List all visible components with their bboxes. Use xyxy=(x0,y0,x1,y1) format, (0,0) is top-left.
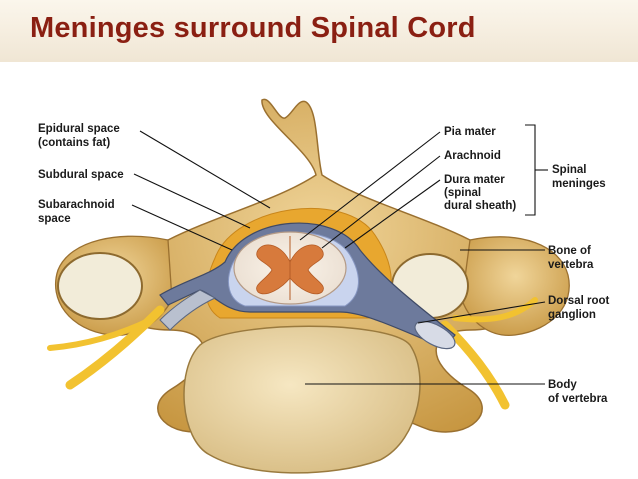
left-facet xyxy=(57,252,143,320)
title-bar: Meninges surround Spinal Cord xyxy=(0,0,638,62)
leader-lines xyxy=(131,124,548,385)
label-body-of-vertebra: Body of vertebra xyxy=(548,379,608,405)
label-arachnoid: Arachnoid xyxy=(444,150,501,162)
dorsal-root-ganglion xyxy=(414,320,456,350)
vertebral-body xyxy=(183,325,421,474)
label-bone-of-vertebra: Bone of vertebra xyxy=(548,245,594,271)
label-spinal-meninges: Spinal meninges xyxy=(552,164,606,190)
left-spinal-nerve-branch xyxy=(47,317,153,351)
label-subdural-space: Subdural space xyxy=(38,169,124,181)
page-title: Meninges surround Spinal Cord xyxy=(30,12,476,44)
left-root-sleeve xyxy=(159,289,217,331)
label-dorsal-root-ganglion: Dorsal root ganglion xyxy=(548,295,613,321)
spinal-cord-diagram: Epidural space (contains fat) Subdural s… xyxy=(38,98,613,474)
label-subarachnoid-space: Subarachnoid space xyxy=(38,199,118,225)
label-dura-mater: Dura mater (spinal dural sheath) xyxy=(444,174,516,212)
label-pia-mater: Pia mater xyxy=(444,126,496,138)
label-epidural-space: Epidural space (contains fat) xyxy=(38,123,123,149)
